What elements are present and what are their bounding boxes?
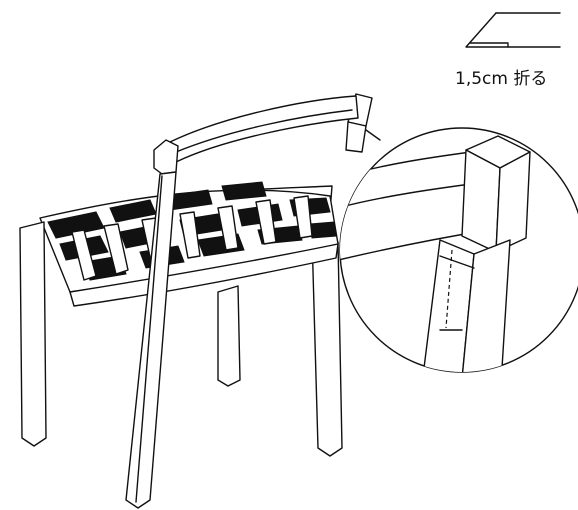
top-back-rail (169, 95, 359, 163)
magnify-detail-icon (339, 127, 578, 373)
front-left-leg (19, 221, 47, 447)
fold-strip-icon (465, 12, 561, 48)
chair-icon (19, 93, 373, 509)
front-right-leg (311, 235, 343, 457)
back-left-post (125, 171, 177, 509)
fold-instruction-label: 1,5cm 折る (455, 69, 547, 89)
